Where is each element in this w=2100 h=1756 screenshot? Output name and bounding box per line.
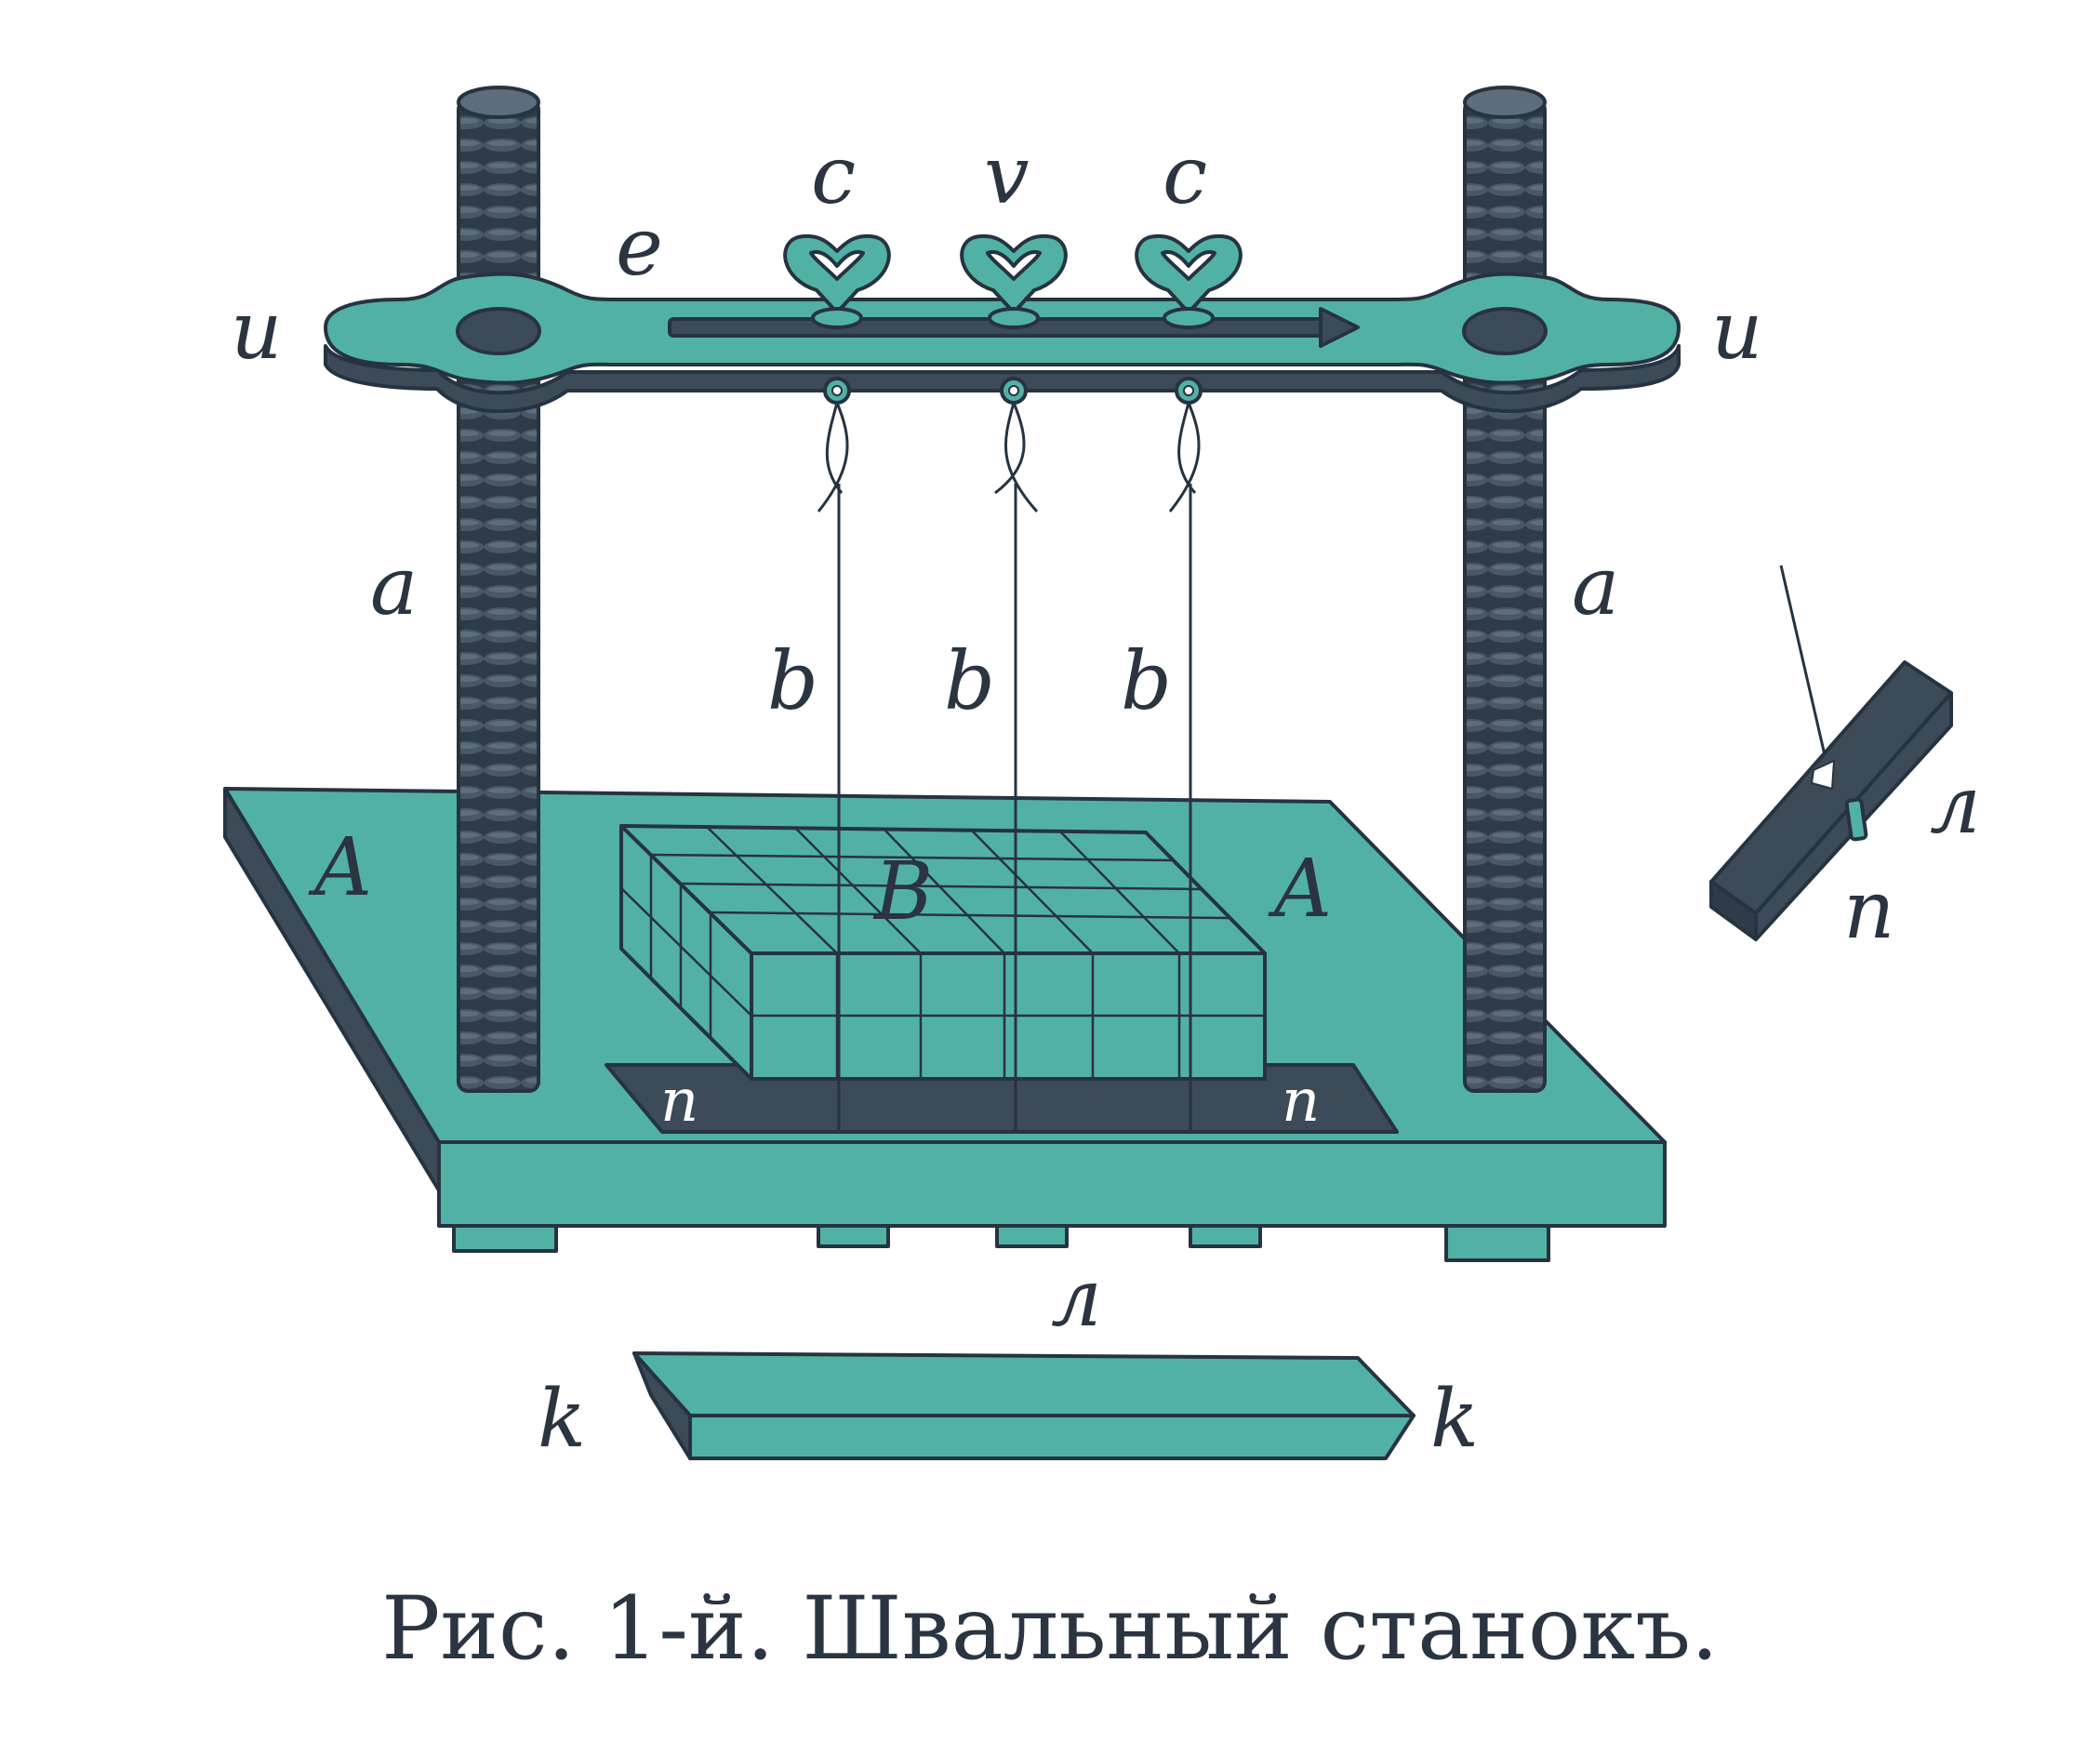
label-c-left: c	[811, 129, 856, 222]
label-u-left: u	[231, 285, 282, 378]
label-k-right: k	[1430, 1373, 1479, 1466]
screw-rod-left	[457, 86, 540, 1093]
wing-key-c-right	[1135, 233, 1243, 329]
key-bar-front	[688, 1414, 1416, 1460]
label-A-left: A	[308, 821, 372, 914]
crossbar-hole-right	[1462, 307, 1548, 355]
label-c-right: c	[1163, 129, 1207, 222]
key-bar-top	[632, 1351, 1416, 1417]
label-a-left: a	[370, 540, 418, 633]
detail-key-notch	[1811, 760, 1835, 790]
label-b-3: b	[1121, 635, 1172, 728]
sewing-cords	[817, 377, 1203, 1132]
crossbar-slot-arrow	[1319, 307, 1360, 348]
detail-cord	[1779, 565, 1829, 768]
label-e: e	[616, 201, 663, 294]
label-n-left: n	[660, 1067, 698, 1136]
label-v: v	[984, 129, 1030, 222]
label-B: B	[872, 845, 933, 938]
wing-key-c-left	[783, 233, 891, 329]
detail-cord-wrap	[1844, 797, 1868, 842]
wing-key-v	[960, 233, 1068, 329]
label-b-1: b	[767, 635, 818, 728]
label-a-right: a	[1572, 540, 1619, 633]
board-front	[437, 1140, 1667, 1228]
crossbar	[324, 272, 1681, 414]
key-bar	[632, 1351, 1416, 1460]
cord-1	[817, 377, 851, 1132]
label-k-left: k	[538, 1373, 586, 1466]
figure-caption: Рис. 1-й. Швальный станокъ.	[381, 1578, 1719, 1680]
cord-2	[994, 377, 1039, 1132]
label-n-detail: n	[1843, 864, 1894, 957]
labels: u u e c v c a a b b b A A B n n л k k л …	[231, 129, 1981, 1466]
label-n-right: n	[1282, 1067, 1320, 1136]
book-block	[619, 824, 1267, 1081]
label-l-bottom: л	[1051, 1252, 1102, 1345]
cord-3	[1168, 377, 1203, 1132]
crossbar-hole-left	[456, 307, 541, 355]
crossbar-underside	[324, 344, 1681, 414]
label-u-right: u	[1711, 285, 1762, 378]
label-b-2: b	[944, 635, 995, 728]
key-detail	[1709, 565, 1953, 941]
screw-rod-right	[1463, 86, 1547, 1093]
label-A-right: A	[1268, 843, 1332, 936]
label-l-detail: л	[1930, 759, 1981, 852]
key-bar-end	[632, 1351, 692, 1460]
book-grid	[620, 826, 1265, 1079]
